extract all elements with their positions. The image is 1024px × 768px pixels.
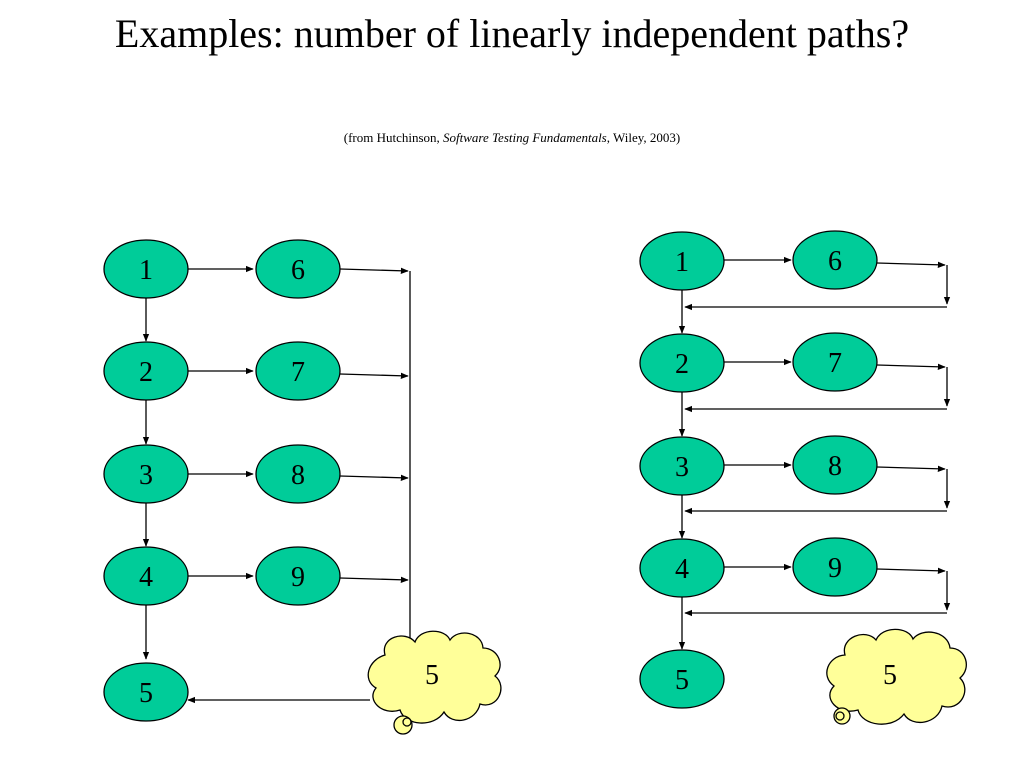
left-cloud-bubble-small: [402, 717, 412, 727]
right-node-6-label: 6: [828, 246, 842, 277]
left-node-9: [255, 546, 341, 606]
right-node-5-label: 5: [675, 665, 689, 696]
right-node-4-label: 4: [675, 554, 689, 585]
left-edge-7-collector: [339, 372, 409, 379]
left-node-5: [103, 662, 189, 722]
left-node-8: [255, 444, 341, 504]
left-node-8-label: 8: [291, 460, 305, 491]
left-node-2: [103, 341, 189, 401]
right-edge-9-out: [876, 567, 946, 574]
right-cloud-label: 5: [883, 660, 897, 691]
subtitle-suffix: , Wiley, 2003): [606, 130, 681, 145]
left-node-1-label: 1: [139, 255, 153, 286]
left-thought-cloud: [367, 630, 502, 735]
right-node-8-label: 8: [828, 451, 842, 482]
right-node-2: [639, 333, 725, 393]
left-node-6-label: 6: [291, 255, 305, 286]
left-node-7-label: 7: [291, 357, 305, 388]
right-graph: 1 2 3 4 5 6 7 8 9 5: [639, 230, 967, 725]
left-graph: 1 2 3 4 5 6 7 8 9 5: [103, 239, 502, 735]
right-node-7: [792, 332, 878, 392]
right-node-labels: 1 2 3 4 5 6 7 8 9: [675, 246, 842, 696]
left-edges: [142, 265, 411, 704]
right-node-4: [639, 538, 725, 598]
left-node-6: [255, 239, 341, 299]
right-node-9: [792, 537, 878, 597]
right-node-7-label: 7: [828, 348, 842, 379]
left-node-3-label: 3: [139, 460, 153, 491]
right-edges: [678, 256, 951, 650]
right-node-1: [639, 231, 725, 291]
left-node-9-label: 9: [291, 562, 305, 593]
left-node-labels: 1 2 3 4 5 6 7 8 9: [139, 255, 305, 709]
left-edge-9-collector: [339, 576, 409, 583]
slide-subtitle: (from Hutchinson, Software Testing Funda…: [0, 130, 1024, 146]
right-node-9-label: 9: [828, 553, 842, 584]
left-node-2-label: 2: [139, 357, 153, 388]
right-edge-7-out: [876, 363, 946, 370]
right-node-1-label: 1: [675, 247, 689, 278]
left-cloud-label: 5: [425, 660, 439, 691]
right-node-2-label: 2: [675, 349, 689, 380]
right-nodes: [639, 230, 878, 709]
left-node-7: [255, 341, 341, 401]
left-nodes: [103, 239, 341, 722]
subtitle-book: Software Testing Fundamentals: [443, 130, 607, 145]
left-edge-6-collector: [339, 267, 409, 274]
left-node-3: [103, 444, 189, 504]
right-thought-cloud: [826, 628, 967, 725]
right-node-8: [792, 435, 878, 495]
left-node-4-label: 4: [139, 562, 153, 593]
subtitle-prefix: (from Hutchinson,: [343, 130, 444, 145]
left-edge-8-collector: [339, 474, 409, 481]
left-node-1: [103, 239, 189, 299]
right-edge-6-out: [876, 261, 946, 268]
right-node-6: [792, 230, 878, 290]
right-edge-8-out: [876, 465, 946, 472]
right-node-5: [639, 649, 725, 709]
left-node-4: [103, 546, 189, 606]
right-node-3: [639, 436, 725, 496]
right-node-3-label: 3: [675, 452, 689, 483]
right-cloud-bubble-small: [835, 711, 845, 721]
slide-title: Examples: number of linearly independent…: [114, 11, 910, 56]
left-node-5-label: 5: [139, 678, 153, 709]
